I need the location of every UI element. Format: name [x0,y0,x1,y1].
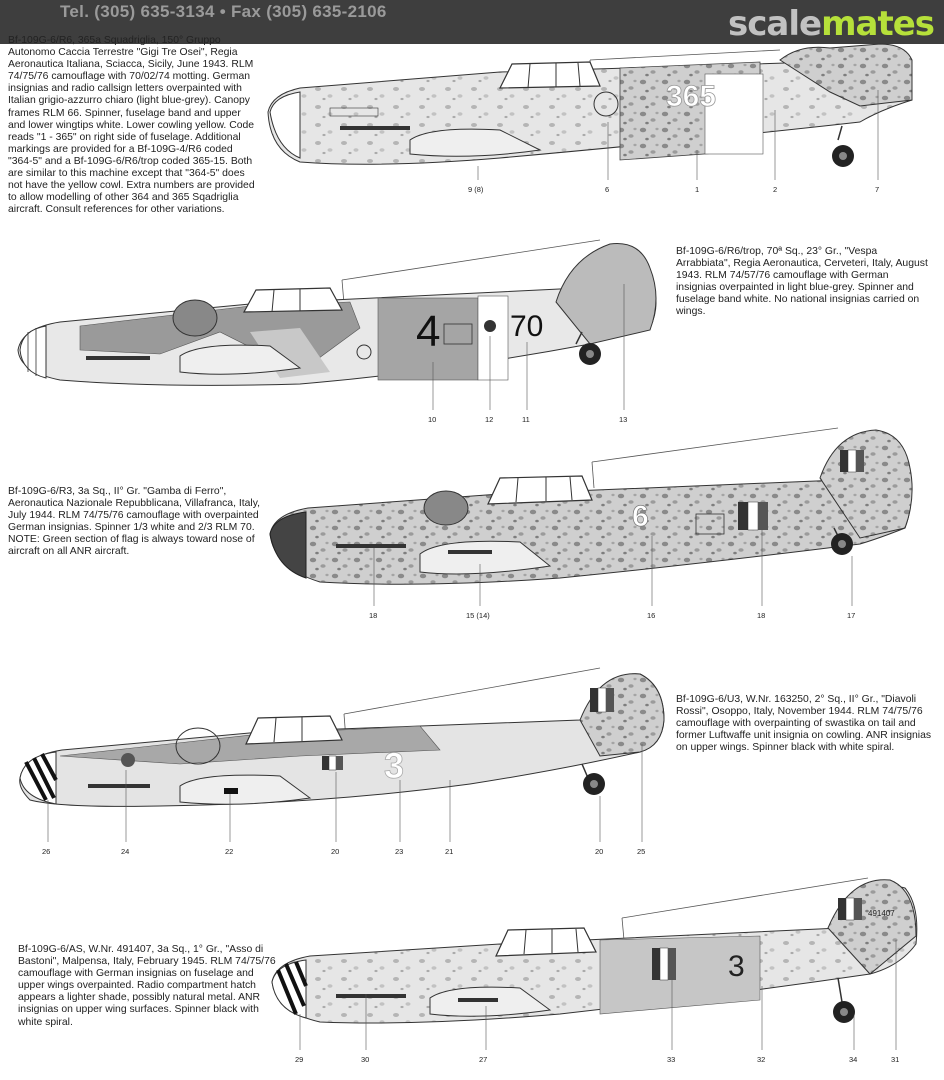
callout: 6 [605,185,609,194]
callout: 10 [428,415,436,424]
aircraft-3-profile: 6 18 15 (14) 16 18 17 [269,427,913,620]
aircraft-2-profile: 4 70 10 12 11 13 [17,239,657,424]
aircraft-5-caption: Bf-109G-6/AS, W.Nr. 491407, 3a Sq., 1° G… [18,944,276,1028]
callout: 29 [295,1055,303,1064]
callout: 15 (14) [466,611,490,620]
callout: 24 [121,847,129,856]
callout: 31 [891,1055,899,1064]
site-logo[interactable]: scalemates [728,4,935,44]
aircraft-1-caption: Bf-109G-6/R6, 365a Squadriglia, 150° Gru… [8,35,255,216]
callout: 18 [757,611,765,620]
aircraft-4-caption: Bf-109G-6/U3, W.Nr. 163250, 2° Sq., II° … [676,694,932,754]
callout: 32 [757,1055,765,1064]
callout: 2 [773,185,777,194]
callout: 9 (8) [468,185,484,194]
callout: 20 [595,847,603,856]
aircraft-4-profile: 3 26 24 22 20 23 21 20 25 [19,667,665,856]
callout: 34 [849,1055,857,1064]
aircraft-3-code: 6 [632,500,649,533]
aircraft-4-code: 3 [384,745,404,786]
callout: 22 [225,847,233,856]
callout: 11 [522,415,530,424]
callout: 18 [369,611,377,620]
callout: 23 [395,847,403,856]
aircraft-3-caption: Bf-109G-6/R3, 3a Sq., II° Gr. "Gamba di … [8,486,261,558]
callout: 12 [485,415,493,424]
callout: 25 [637,847,645,856]
callout: 13 [619,415,627,424]
callout: 17 [847,611,855,620]
contact-info: Tel. (305) 635-3134 • Fax (305) 635-2106 [60,2,387,21]
aircraft-5-code: 3 [728,950,745,983]
callout: 16 [647,611,655,620]
callout: 33 [667,1055,675,1064]
header-bar: Tel. (305) 635-3134 • Fax (305) 635-2106… [0,0,944,44]
aircraft-1-profile: 365 9 (8) 6 1 2 7 [267,43,913,194]
callout: 26 [42,847,50,856]
aircraft-1-code: 365 [666,80,716,113]
aircraft-5-werknummer: 491407 [868,909,895,918]
callout: 30 [361,1055,369,1064]
aircraft-2-code-left: 4 [416,307,440,356]
aircraft-2-caption: Bf-109G-6/R6/trop, 70ª Sq., 23° Gr., "Ve… [676,246,928,318]
aircraft-5-profile: 3 491407 29 30 27 33 32 34 31 [271,877,918,1064]
callout: 1 [695,185,699,194]
callout: 20 [331,847,339,856]
callout: 7 [875,185,879,194]
callout: 27 [479,1055,487,1064]
aircraft-2-code-right: 70 [510,310,543,343]
callout: 21 [445,847,453,856]
